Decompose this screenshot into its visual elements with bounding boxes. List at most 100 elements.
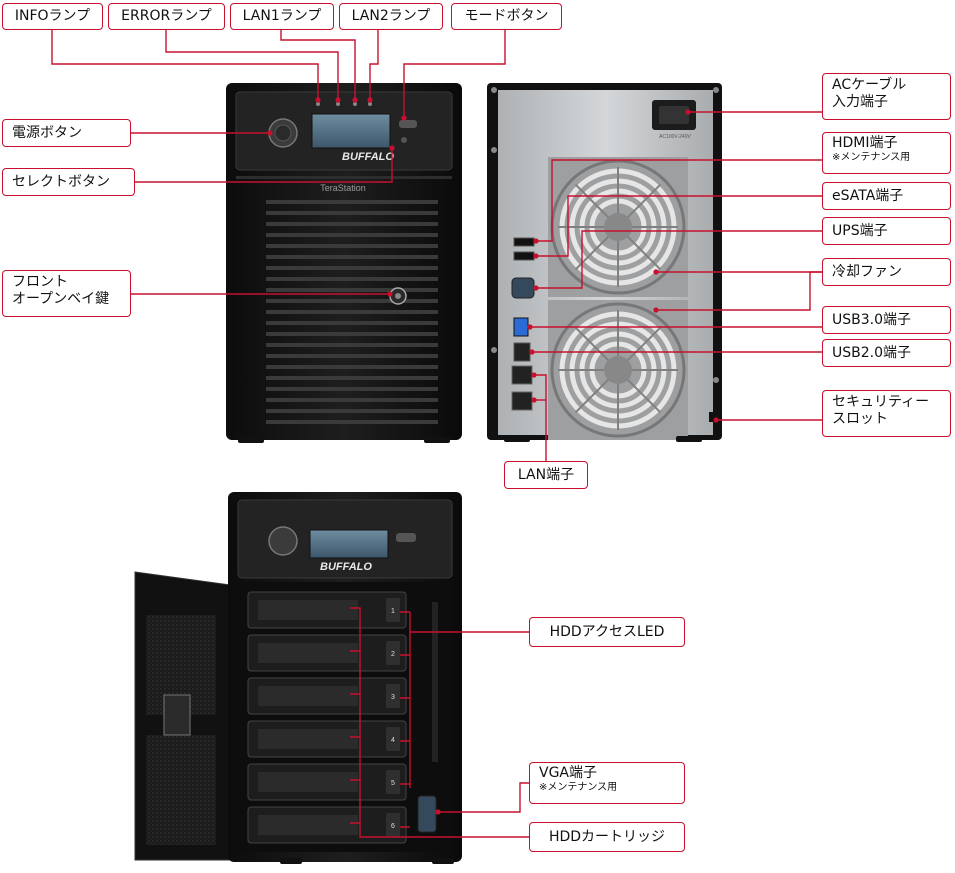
bay-number: 2 bbox=[391, 651, 395, 658]
ac-inlet-label: ACケーブル入力端子 bbox=[822, 73, 951, 120]
hdd-bay: 1 bbox=[247, 591, 407, 629]
vent-slot bbox=[266, 288, 438, 292]
lan1-lamp-label: LAN1ランプ bbox=[230, 3, 334, 30]
lcd-display bbox=[311, 113, 391, 149]
hdd-handle bbox=[258, 643, 358, 663]
brand-logo-bay: BUFFALO bbox=[320, 561, 372, 573]
vga-port bbox=[417, 795, 437, 833]
leader-dot bbox=[335, 97, 341, 103]
leader-dot bbox=[435, 809, 441, 815]
leader-dot bbox=[531, 372, 537, 378]
leader-line bbox=[536, 230, 822, 289]
ups-label: UPS端子 bbox=[822, 217, 951, 245]
hdd-bay: 3 bbox=[247, 677, 407, 715]
leader-dot bbox=[527, 324, 533, 330]
bay-number: 5 bbox=[391, 780, 395, 787]
leader-dot bbox=[315, 97, 321, 103]
leader-line bbox=[51, 30, 319, 100]
leader-dot bbox=[529, 349, 535, 355]
leader-line bbox=[438, 782, 529, 813]
hdd-led-tab bbox=[386, 770, 400, 794]
fan-label: 冷却ファン bbox=[822, 258, 951, 286]
hdd-handle bbox=[258, 772, 358, 792]
vent-slot bbox=[266, 398, 438, 402]
mode-button-label: モードボタン bbox=[451, 3, 562, 30]
bay-number: 4 bbox=[391, 737, 395, 744]
brand-logo-front: BUFFALO bbox=[342, 151, 394, 163]
hdd-handle bbox=[258, 686, 358, 706]
bay-number: 3 bbox=[391, 694, 395, 701]
hdd-bay: 4 bbox=[247, 720, 407, 758]
leader-line bbox=[350, 607, 529, 838]
usb2-label: USB2.0端子 bbox=[822, 339, 951, 367]
usb3-port bbox=[513, 317, 529, 337]
leader-dot bbox=[352, 97, 358, 103]
ups-port bbox=[511, 277, 535, 299]
leader-dot bbox=[533, 253, 539, 259]
hdd-bays: 1 2 3 4 5 6 bbox=[247, 591, 407, 844]
hdd-bay: 2 bbox=[247, 634, 407, 672]
hdd-led-tab bbox=[386, 813, 400, 837]
leader-dot bbox=[653, 269, 659, 275]
hdd-led-tab bbox=[386, 684, 400, 708]
security-slot-label: セキュリティースロット bbox=[822, 390, 951, 437]
hdd-handle bbox=[258, 729, 358, 749]
usb3-label: USB3.0端子 bbox=[822, 306, 951, 334]
lan-port-1 bbox=[511, 365, 533, 385]
bay-number: 6 bbox=[391, 823, 395, 830]
info-lamp-label: INFOランプ bbox=[2, 3, 103, 30]
lan2-lamp-label: LAN2ランプ bbox=[339, 3, 443, 30]
vent-slot bbox=[266, 321, 438, 325]
leader-line bbox=[165, 30, 339, 100]
leader-line bbox=[534, 374, 547, 461]
leader-dot bbox=[401, 115, 407, 121]
lan-port-2 bbox=[511, 391, 533, 411]
model-logo-front: TeraStation bbox=[320, 183, 366, 193]
vent-slot bbox=[266, 222, 438, 226]
hdmi-port bbox=[513, 237, 535, 247]
lan-port-label: LAN端子 bbox=[504, 461, 588, 489]
vent-slot bbox=[266, 343, 438, 347]
leader-line bbox=[280, 30, 356, 100]
leader-dot bbox=[653, 307, 659, 313]
hdd-handle bbox=[258, 600, 358, 620]
front-vent-slots bbox=[266, 200, 438, 424]
security-slot bbox=[709, 412, 715, 422]
hdd-led-label: HDDアクセスLED bbox=[529, 617, 685, 647]
leader-dot bbox=[531, 397, 537, 403]
vent-slot bbox=[266, 310, 438, 314]
leader-line bbox=[656, 271, 822, 311]
usb2-port bbox=[513, 342, 531, 362]
leader-line bbox=[369, 30, 379, 100]
upper-fan bbox=[548, 157, 688, 297]
hdd-led-tab bbox=[386, 727, 400, 751]
leader-dot bbox=[387, 291, 393, 297]
leader-dot bbox=[713, 417, 719, 423]
vent-slot bbox=[266, 211, 438, 215]
vent-slot bbox=[266, 376, 438, 380]
vent-slot bbox=[266, 255, 438, 259]
esata-label: eSATA端子 bbox=[822, 182, 951, 210]
esata-port bbox=[513, 251, 535, 261]
vent-slot bbox=[266, 200, 438, 204]
hdd-bay: 6 bbox=[247, 806, 407, 844]
power-button-label: 電源ボタン bbox=[2, 119, 131, 147]
vga-label: VGA端子※メンテナンス用 bbox=[529, 762, 685, 804]
leader-line bbox=[536, 159, 822, 242]
leader-line bbox=[400, 611, 410, 828]
hdmi-label: HDMI端子※メンテナンス用 bbox=[822, 132, 951, 174]
vent-slot bbox=[266, 409, 438, 413]
vent-slot bbox=[266, 420, 438, 424]
leader-dot bbox=[367, 97, 373, 103]
front-key-label: フロントオープンベイ鍵 bbox=[2, 270, 131, 317]
rear-view: AC100V-240V bbox=[487, 83, 722, 442]
vent-slot bbox=[266, 365, 438, 369]
vent-slot bbox=[266, 277, 438, 281]
hdd-bay: 5 bbox=[247, 763, 407, 801]
select-button-label: セレクトボタン bbox=[2, 168, 135, 196]
vent-slot bbox=[266, 299, 438, 303]
leader-line bbox=[536, 195, 822, 257]
leader-dot bbox=[389, 145, 395, 151]
